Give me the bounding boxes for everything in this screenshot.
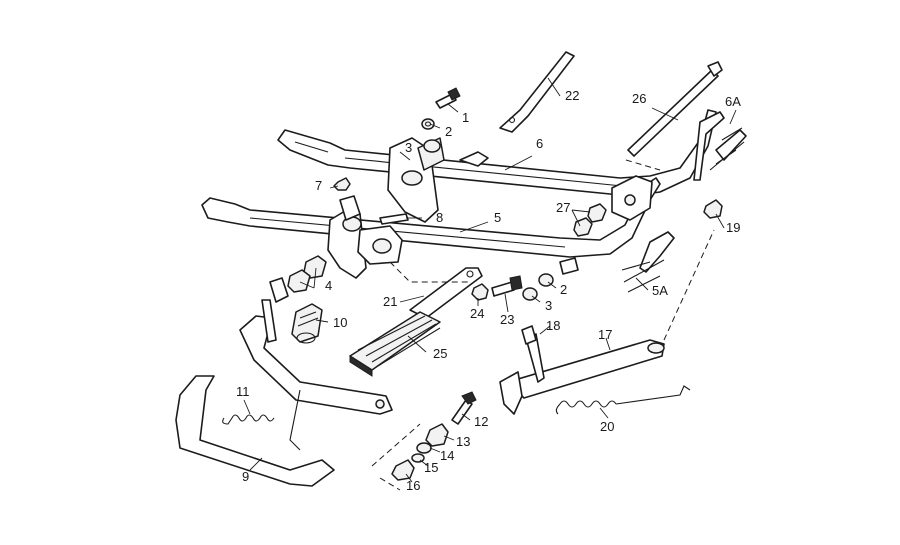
callout-4: 4 [325, 278, 332, 293]
rear-clamp-bracket [559, 175, 653, 275]
spacer-13 [425, 423, 449, 447]
callout-labels: 1 2 3 6 7 8 5 22 26 6A 27 19 5A 4 10 21 … [236, 88, 741, 493]
leader-lines [243, 77, 737, 483]
callout-21: 21 [383, 294, 397, 309]
spacers-27 [573, 203, 607, 237]
assembly-line-stand [663, 229, 715, 341]
frame-rail-lower [201, 177, 661, 258]
stand-spring [555, 385, 691, 415]
callout-18: 18 [546, 318, 560, 333]
callout-2: 2 [445, 124, 452, 139]
callout-9: 9 [242, 469, 249, 484]
bracket-22 [499, 51, 575, 133]
callout-14: 14 [440, 448, 454, 463]
callout-17: 17 [598, 327, 612, 342]
callout-26: 26 [632, 91, 646, 106]
footrest-pad [349, 311, 441, 377]
callout-3: 3 [405, 140, 412, 155]
callout-6a: 6A [725, 94, 741, 109]
side-stand [499, 339, 665, 415]
callout-15: 15 [424, 460, 438, 475]
return-spring [222, 414, 275, 425]
nut-24 [471, 283, 489, 301]
nut-19 [703, 199, 723, 219]
callout-16: 16 [406, 478, 420, 493]
lower-mount-bracket [327, 195, 403, 279]
mounting-plate-upper [387, 137, 445, 223]
callout-20: 20 [600, 419, 614, 434]
callout-7: 7 [315, 178, 322, 193]
tie-rod [627, 61, 723, 157]
callout-12: 12 [474, 414, 488, 429]
callout-5: 5 [494, 210, 501, 225]
callout-5a: 5A [652, 283, 668, 298]
nut-7 [333, 177, 351, 191]
bolt-1 [435, 87, 461, 109]
assembly-line-fasteners [371, 423, 421, 491]
callout-13: 13 [456, 434, 470, 449]
callout-10: 10 [333, 315, 347, 330]
bolt-23 [491, 275, 523, 297]
bolt-12 [451, 391, 477, 425]
callout-25: 25 [433, 346, 447, 361]
callout-23: 23 [500, 312, 514, 327]
side-bracket-6a [693, 111, 747, 181]
callout-11: 11 [236, 384, 250, 399]
callout-24: 24 [470, 306, 484, 321]
nut-16 [391, 459, 415, 481]
bolt-8 [379, 213, 409, 225]
callout-27: 27 [556, 200, 570, 215]
side-bracket-5a [621, 231, 675, 293]
pivot-pin [521, 325, 545, 383]
washer-15 [411, 453, 425, 463]
rail-tab [459, 151, 489, 167]
callout-19: 19 [726, 220, 740, 235]
callout-8: 8 [436, 210, 443, 225]
callout-3b: 3 [545, 298, 552, 313]
callout-22: 22 [565, 88, 579, 103]
bushings [287, 255, 327, 293]
washer-14 [416, 442, 432, 454]
callout-2b: 2 [560, 282, 567, 297]
assembly-line-rear [625, 159, 661, 171]
callout-6: 6 [536, 136, 543, 151]
rubber-bump [291, 303, 323, 344]
callout-1: 1 [462, 110, 469, 125]
center-stand [175, 277, 393, 487]
washer-2 [421, 118, 435, 130]
